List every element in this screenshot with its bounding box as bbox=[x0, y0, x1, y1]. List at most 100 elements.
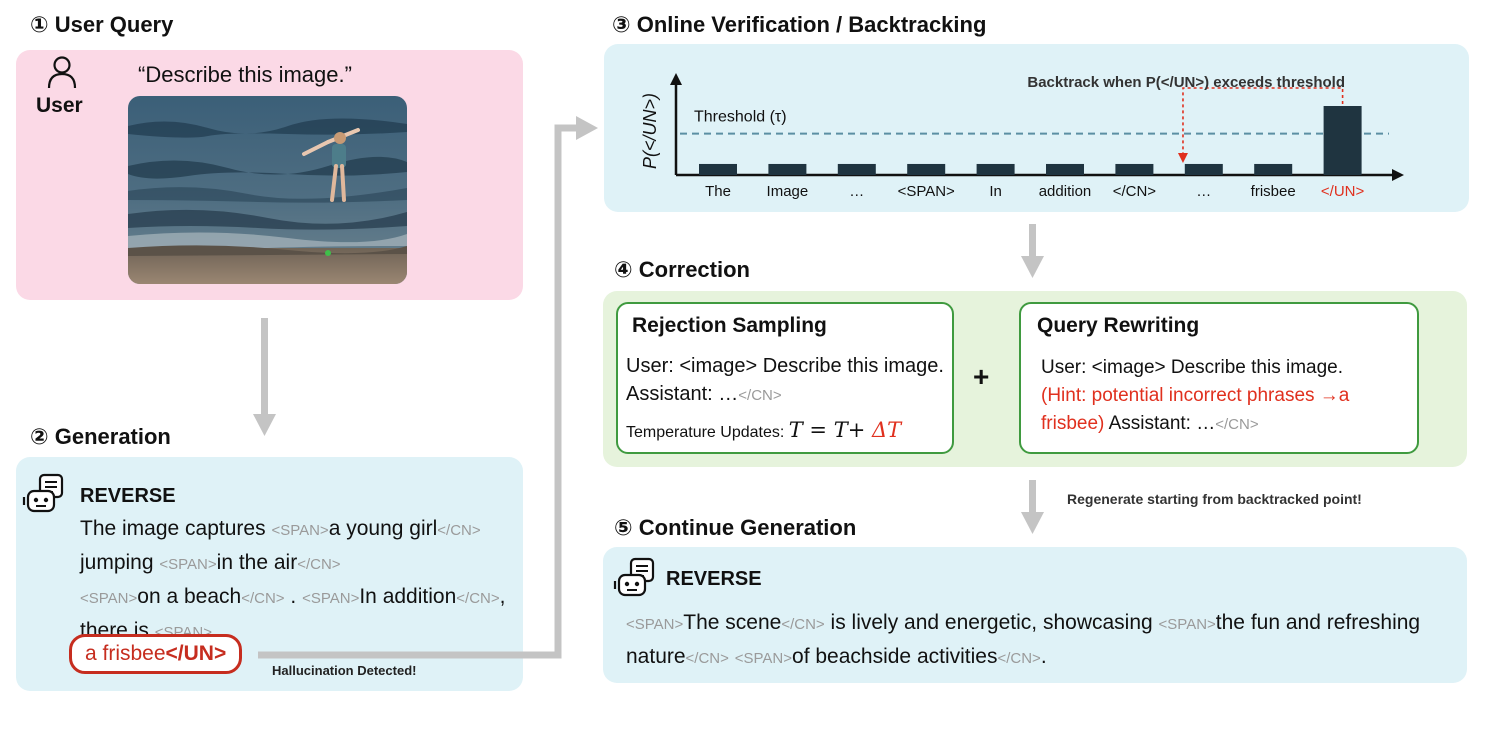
verification-panel: P(</UN>) Threshold (τ) The Image … <SPAN> In ad… bbox=[604, 44, 1469, 212]
continue-text: <SPAN>The scene</CN> is lively and energ… bbox=[626, 607, 1446, 675]
user-query-text: “Describe this image.” bbox=[138, 62, 352, 87]
backtrack-arrowhead bbox=[1177, 153, 1188, 163]
x-tick-label: … bbox=[849, 183, 864, 200]
query-rewriting-text: User: <image> Describe this image. (Hint:… bbox=[1041, 354, 1415, 439]
arrow-down-1 bbox=[253, 318, 276, 436]
x-tick-label: addition bbox=[1039, 183, 1092, 200]
cn-token: </CN> bbox=[781, 616, 825, 633]
bar bbox=[1115, 163, 1154, 175]
user-icon bbox=[44, 54, 80, 95]
user-label: User bbox=[36, 94, 83, 117]
span-token: <SPAN> bbox=[80, 590, 138, 607]
bar bbox=[1254, 163, 1293, 175]
qr-hint: (Hint: potential incorrect phrases →a fr… bbox=[1041, 385, 1350, 434]
span-token: <SPAN> bbox=[271, 522, 329, 539]
span-token: <SPAN> bbox=[302, 590, 360, 607]
section-title-generation: ② Generation bbox=[30, 424, 171, 449]
girl-figure bbox=[302, 128, 360, 202]
cont-text-2: is lively and energetic, showcasing bbox=[824, 611, 1159, 634]
threshold-label: Threshold (τ) bbox=[694, 109, 787, 126]
temp-label: Temperature Updates: bbox=[626, 424, 789, 441]
gen-text-1: The image captures bbox=[80, 517, 272, 540]
arrow-down-2 bbox=[1021, 224, 1044, 278]
gen-text-2: a young girl bbox=[328, 517, 438, 540]
backtrack-label: Backtrack when P(</UN>) exceeds threshol… bbox=[1027, 74, 1345, 91]
gen-text-4: in the air bbox=[216, 551, 298, 574]
probability-chart: P(</UN>) Threshold (τ) The Image … <SPAN> In ad… bbox=[640, 73, 1404, 200]
cont-text-5: . bbox=[1040, 645, 1047, 668]
cn-token: </CN> bbox=[437, 522, 481, 539]
section-title-user-query: ① User Query bbox=[30, 12, 174, 37]
bar-un-token bbox=[1323, 106, 1362, 175]
x-tick-label: frisbee bbox=[1251, 183, 1296, 200]
un-token: </UN> bbox=[165, 642, 227, 665]
correction-panel: Rejection Sampling User: <image> Describ… bbox=[603, 291, 1467, 467]
regenerate-label: Regenerate starting from backtracked poi… bbox=[1067, 491, 1362, 507]
cont-text-4: of beachside activities bbox=[792, 645, 998, 668]
query-rewriting-box: Query Rewriting User: <image> Describe t… bbox=[1019, 302, 1419, 454]
rejection-sampling-title: Rejection Sampling bbox=[632, 314, 827, 337]
gen-text-3: jumping bbox=[80, 551, 160, 574]
bar bbox=[907, 163, 946, 175]
qr-assistant: Assistant: … bbox=[1104, 413, 1216, 434]
cn-token: </CN> bbox=[297, 556, 341, 573]
x-tick-label: Image bbox=[767, 183, 809, 200]
bar bbox=[699, 163, 737, 175]
generation-model-name: REVERSE bbox=[80, 485, 176, 507]
y-axis-label: P(</UN>) bbox=[640, 93, 660, 169]
x-tick-label: … bbox=[1196, 183, 1211, 200]
user-query-panel: User “Describe this image.” bbox=[16, 50, 523, 300]
gen-text-5: on a beach bbox=[137, 585, 242, 608]
connector-arrow bbox=[258, 116, 598, 659]
continue-panel: REVERSE <SPAN>The scene</CN> is lively a… bbox=[603, 547, 1467, 683]
generation-text: The image captures <SPAN>a young girl</C… bbox=[80, 513, 512, 649]
x-tick-label: </UN> bbox=[1321, 183, 1365, 200]
continue-model-name: REVERSE bbox=[666, 568, 762, 590]
span-token: <SPAN> bbox=[159, 556, 217, 573]
span-token: <SPAN> bbox=[1158, 616, 1216, 633]
span-token: <SPAN> bbox=[626, 616, 684, 633]
rejection-sampling-text: User: <image> Describe this image. Assis… bbox=[626, 352, 944, 410]
hallucinated-phrase: a frisbee bbox=[85, 642, 166, 665]
cn-token: </CN> bbox=[1215, 416, 1259, 433]
temp-formula: T = T+ bbox=[788, 418, 872, 442]
cn-token: </CN> bbox=[685, 650, 729, 667]
x-axis-arrowhead bbox=[1392, 169, 1404, 181]
beach-photo bbox=[128, 96, 407, 284]
gen-text-7: In addition bbox=[359, 585, 457, 608]
cn-token: </CN> bbox=[456, 590, 500, 607]
rejection-sampling-box: Rejection Sampling User: <image> Describ… bbox=[616, 302, 954, 454]
query-rewriting-title: Query Rewriting bbox=[1037, 314, 1200, 337]
bar bbox=[768, 163, 807, 175]
hallucination-highlight: a frisbee </UN> bbox=[69, 634, 243, 674]
robot-icon bbox=[22, 473, 68, 520]
x-tick-label: In bbox=[989, 183, 1002, 200]
cont-text-3: the fun and refreshing nature bbox=[626, 611, 1421, 668]
span-token: <SPAN> bbox=[734, 650, 793, 667]
rs-prompt: User: <image> Describe this image. Assis… bbox=[626, 355, 944, 405]
plus-sign: + bbox=[973, 361, 990, 392]
cn-token: </CN> bbox=[997, 650, 1041, 667]
cn-token: </CN> bbox=[738, 387, 782, 404]
robot-icon bbox=[613, 557, 659, 604]
bar bbox=[1184, 163, 1223, 175]
hallucination-detected-label: Hallucination Detected! bbox=[272, 663, 417, 678]
cont-text-1: The scene bbox=[683, 611, 782, 634]
gen-text-6: . bbox=[284, 585, 303, 608]
backtrack-arrow bbox=[1182, 87, 1344, 155]
x-tick-label: <SPAN> bbox=[898, 183, 955, 200]
section-title-verification: ③ Online Verification / Backtracking bbox=[612, 12, 987, 37]
x-tick-label: The bbox=[705, 183, 731, 200]
temperature-update: Temperature Updates: T = T+ ΔT bbox=[626, 418, 952, 442]
arrow-down-3 bbox=[1021, 480, 1044, 534]
section-title-continue: ⑤ Continue Generation bbox=[614, 515, 857, 540]
section-title-correction: ④ Correction bbox=[614, 257, 750, 282]
bar bbox=[837, 163, 876, 175]
bar bbox=[1046, 163, 1084, 175]
x-tick-label: </CN> bbox=[1113, 183, 1157, 200]
bar bbox=[976, 163, 1015, 175]
qr-prompt: User: <image> Describe this image. bbox=[1041, 357, 1344, 378]
cn-token: </CN> bbox=[241, 590, 285, 607]
temp-delta: ΔT bbox=[871, 418, 902, 442]
y-axis-arrowhead bbox=[670, 73, 682, 85]
